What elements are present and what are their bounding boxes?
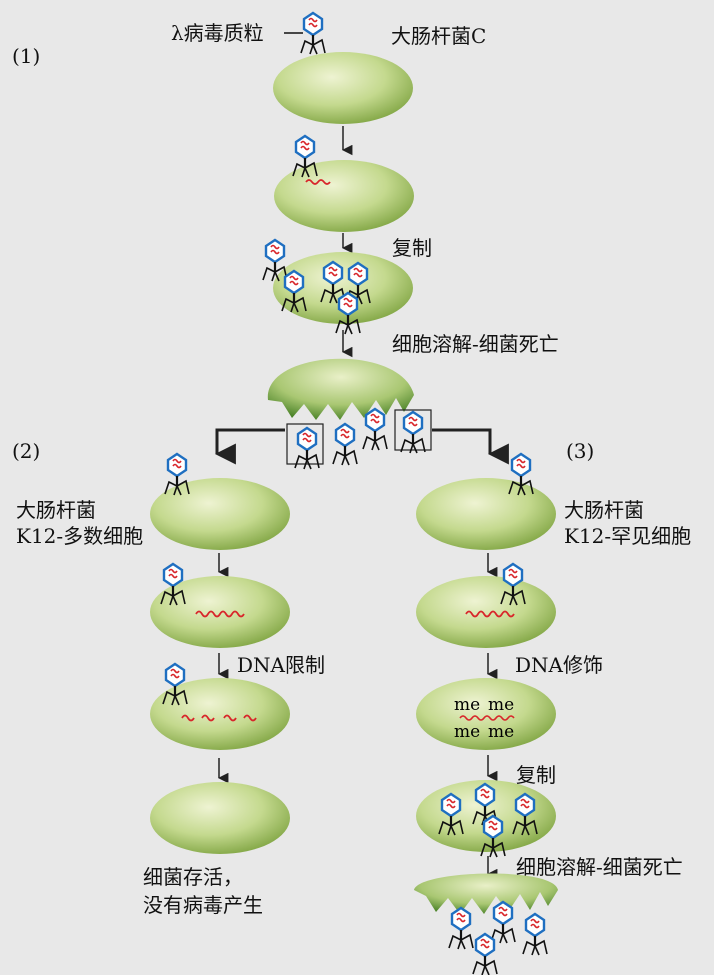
phage-label: λ病毒质粒 bbox=[171, 21, 264, 45]
k12-rare-label-2: K12-罕见细胞 bbox=[564, 524, 692, 548]
dna-restriction-label: DNA限制 bbox=[237, 653, 325, 677]
lysed-cell-rare bbox=[414, 873, 558, 914]
phage-icon bbox=[521, 912, 549, 957]
phage-icon bbox=[299, 11, 327, 56]
dna-strand bbox=[195, 610, 245, 618]
k12-majority-label-2: K12-多数细胞 bbox=[16, 524, 144, 548]
k12-majority-label-1: 大肠杆菌 bbox=[16, 498, 96, 522]
boxed-phage-icon bbox=[293, 426, 321, 471]
lysed-cell bbox=[267, 358, 414, 420]
phage-icon bbox=[471, 932, 499, 975]
methyl-label: me bbox=[454, 722, 480, 742]
survive-label-2: 没有病毒产生 bbox=[143, 893, 263, 917]
arrow-branch-right bbox=[432, 428, 509, 465]
boxed-phage-icon bbox=[399, 410, 427, 455]
modified-dna-cell bbox=[416, 678, 556, 750]
survive-label-1: 细菌存活， bbox=[143, 865, 243, 889]
ecoli-c-cell bbox=[273, 52, 413, 124]
panel-number-3: (3) bbox=[566, 439, 595, 463]
lysis-label-rare: 细胞溶解-细菌死亡 bbox=[516, 855, 683, 879]
dna-strand bbox=[465, 610, 515, 618]
methyl-label: me bbox=[488, 722, 514, 742]
phage-icon bbox=[331, 422, 359, 467]
k12-majority-infected-cell bbox=[150, 576, 290, 648]
k12-rare-infected-cell bbox=[416, 576, 556, 648]
ecoli-c-label: 大肠杆菌C bbox=[391, 24, 487, 48]
methyl-label: me bbox=[488, 695, 514, 715]
phage-icon bbox=[489, 900, 517, 945]
dna-modification-label: DNA修饰 bbox=[515, 653, 603, 677]
dna-strand bbox=[305, 179, 331, 185]
dna-fragments bbox=[181, 714, 257, 722]
replicate-label-rare: 复制 bbox=[516, 763, 556, 787]
phage-icon bbox=[447, 906, 475, 951]
surviving-cell bbox=[150, 782, 290, 854]
dna-strand-methylated bbox=[459, 715, 515, 721]
replicate-label: 复制 bbox=[392, 236, 432, 260]
restriction-cell bbox=[150, 678, 290, 750]
phage-icon bbox=[361, 407, 389, 452]
lysis-label: 细胞溶解-细菌死亡 bbox=[392, 332, 559, 356]
panel-number-2: (2) bbox=[12, 439, 41, 463]
arrow-branch-left bbox=[214, 428, 285, 465]
k12-rare-cell bbox=[416, 478, 556, 550]
k12-rare-label-1: 大肠杆菌 bbox=[564, 498, 644, 522]
k12-majority-cell bbox=[150, 478, 290, 550]
panel-number-1: (1) bbox=[12, 44, 41, 68]
boxed-phage-frame bbox=[394, 409, 432, 451]
methyl-label: me bbox=[454, 695, 480, 715]
